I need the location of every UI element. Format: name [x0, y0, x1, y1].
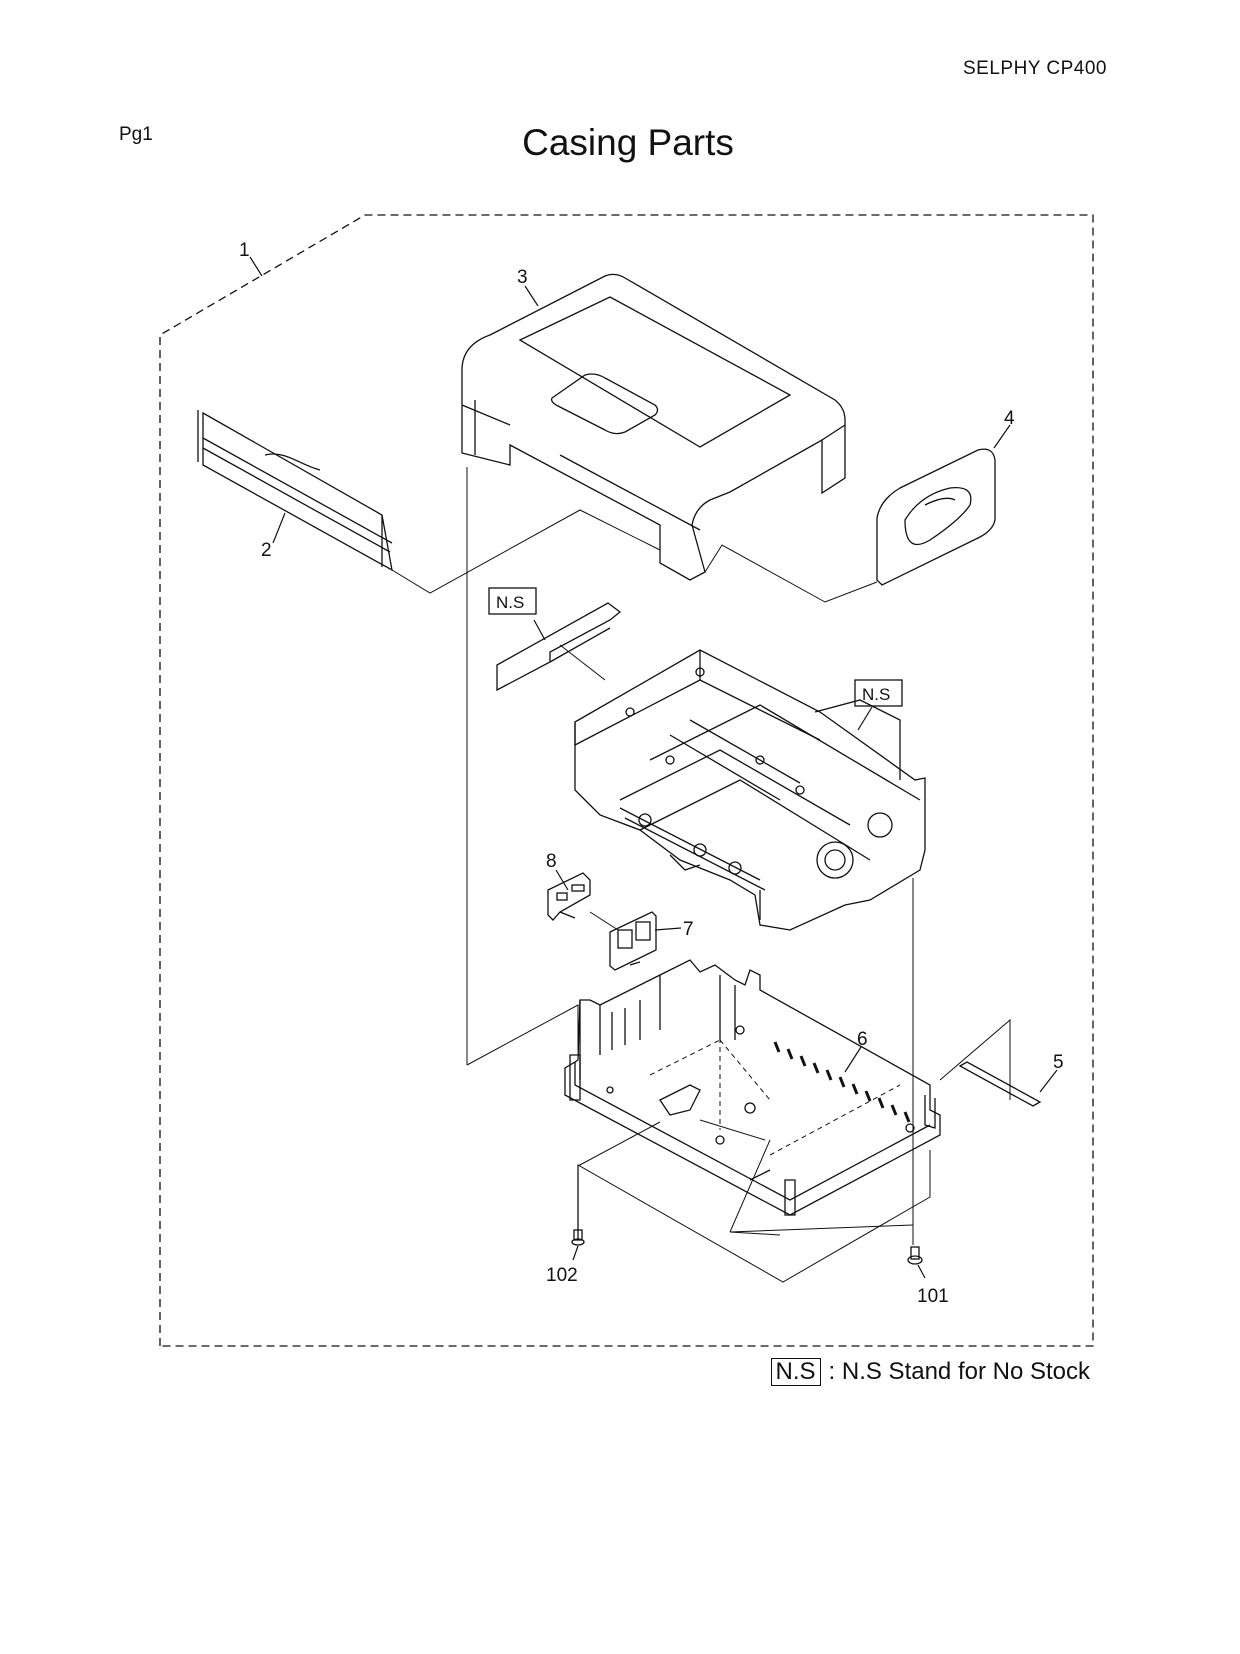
ns-box-right — [854, 679, 903, 707]
ns-box-upper — [488, 587, 537, 615]
part-4-side-panel — [876, 448, 996, 586]
screw-102 — [571, 1166, 585, 1246]
bottom-case-vent-slots — [773, 1041, 911, 1123]
screw-101 — [907, 1246, 923, 1265]
ns-bracket-plate — [496, 602, 622, 692]
hidden-lines — [649, 975, 901, 1156]
model-name: SELPHY CP400 — [962, 58, 1107, 79]
part-8-cover — [547, 872, 591, 921]
callout-5: 5 — [1053, 1052, 1064, 1073]
assembly-boundary — [159, 214, 1094, 1347]
legend: N.S : N.S Stand for No Stock — [770, 1358, 1090, 1386]
ns-label-upper: N.S — [496, 593, 524, 612]
callout-101: 101 — [917, 1286, 949, 1307]
print-mechanism-unit — [574, 649, 926, 931]
callout-6: 6 — [857, 1029, 868, 1050]
callout-8: 8 — [546, 851, 557, 872]
page-number: Pg1 — [119, 124, 153, 145]
part-5-strip — [958, 1061, 1042, 1107]
assembly-guide-lines — [391, 467, 1011, 1283]
page-title: Casing Parts — [522, 122, 734, 163]
legend-ns-box: N.S — [770, 1358, 821, 1386]
callout-1: 1 — [239, 240, 250, 261]
callout-7: 7 — [683, 919, 694, 940]
part-6-bottom-case — [564, 959, 941, 1216]
callout-102: 102 — [546, 1265, 578, 1286]
part-7-cover — [609, 911, 657, 971]
callout-3: 3 — [517, 267, 528, 288]
callout-2: 2 — [261, 540, 272, 561]
legend-text: : N.S Stand for No Stock — [828, 1358, 1090, 1385]
callout-labels: 1 3 4 2 8 7 6 5 102 101 N.S N.S — [239, 240, 1064, 1307]
leader-lines — [249, 256, 1058, 1279]
ns-label-right: N.S — [862, 685, 890, 704]
part-2-side-panel — [197, 410, 393, 572]
part-3-top-cover — [461, 273, 846, 581]
callout-4: 4 — [1004, 408, 1015, 429]
